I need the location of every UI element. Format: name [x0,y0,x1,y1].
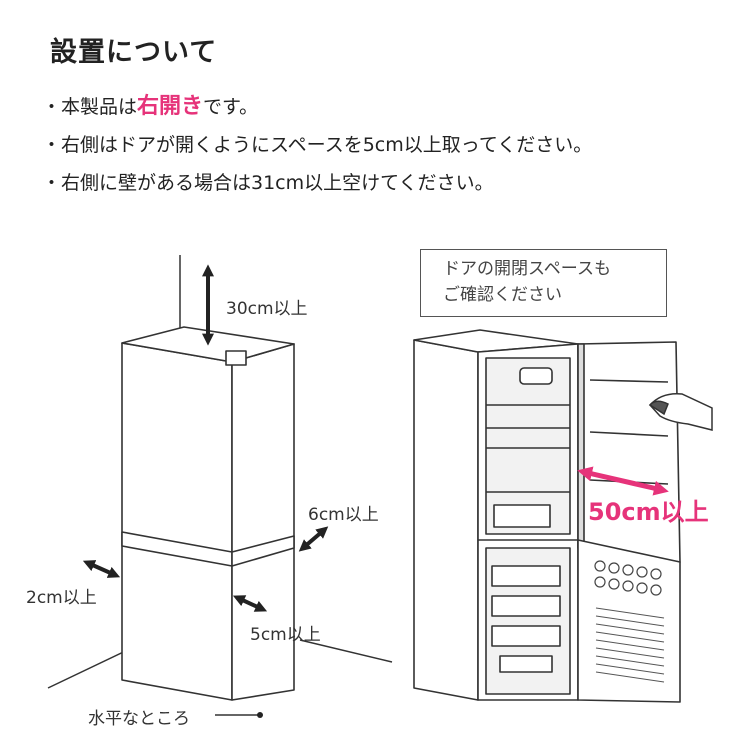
installation-notes: ・本製品は右開きです。 ・右側はドアが開くようにスペースを5cm以上取ってくださ… [42,88,592,202]
left-clearance-label: 2cm以上 [26,588,97,608]
door-space-callout: ドアの開閉スペースも ご確認ください [420,249,667,317]
side-clearance-arrow [298,526,329,552]
page-title: 設置について [50,37,218,68]
note-right-wall: ・右側に壁がある場合は31cm以上空けてください。 [42,172,494,194]
callout-line-2: ご確認ください [443,285,562,305]
hand-icon [648,392,713,431]
left-clearance-arrow [82,560,121,578]
door-space-label: 50cm以上 [588,498,709,526]
note-prefix: ・本製品は [42,96,138,118]
note-right-space: ・右側はドアが開くようにスペースを5cm以上取ってください。 [42,134,593,156]
right-clearance-label: 5cm以上 [250,625,321,645]
refrigerator-open [413,329,681,703]
callout-line-1: ドアの開閉スペースも [443,259,611,279]
right-clearance-arrow [232,595,268,612]
note-door-direction: ・本製品は右開きです。 [42,88,592,126]
top-clearance-label: 30cm以上 [226,299,308,319]
level-floor-note: 水平なところ [88,709,190,729]
door-space-arrow [577,466,669,496]
side-clearance-label: 6cm以上 [308,505,379,525]
floor-pointer-dot [257,712,263,718]
right-opening-highlight: 右開き [137,94,204,119]
note-suffix: です。 [203,96,259,118]
